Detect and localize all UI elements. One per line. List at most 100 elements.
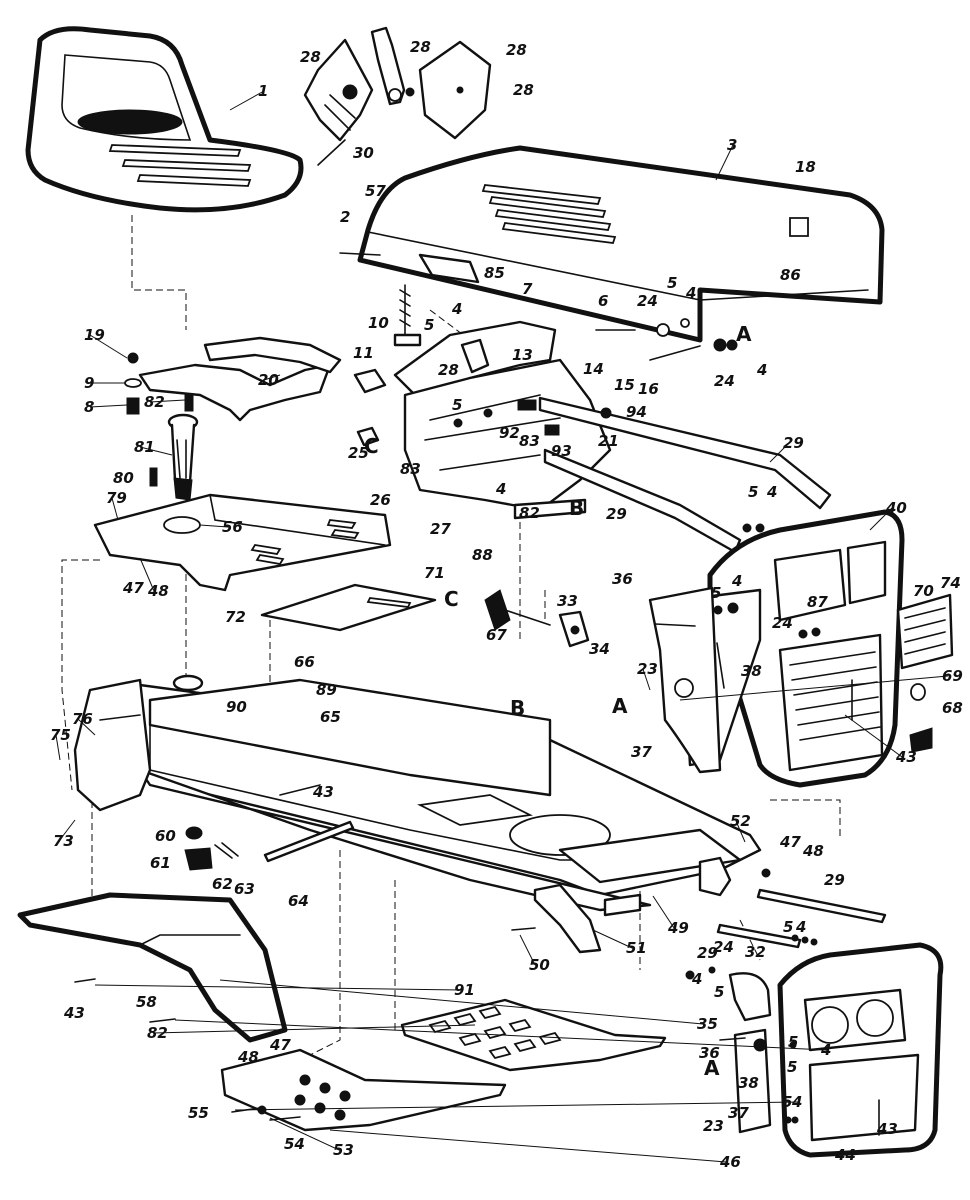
part-number-label: 29 <box>606 505 627 523</box>
part-number-label: 69 <box>942 667 963 685</box>
part-number-label: 1 <box>258 82 268 100</box>
callout-leader-line <box>89 404 128 408</box>
cover-plate <box>260 583 437 632</box>
drive-hardware <box>184 784 355 871</box>
part-number-label: 68 <box>942 699 963 717</box>
callout-leader-line <box>642 668 651 691</box>
part-number-label: 5 <box>787 1058 797 1076</box>
part-number-label: 4 <box>691 970 702 988</box>
part-number-label: 85 <box>484 264 505 282</box>
part-number-label: 4 <box>495 480 506 498</box>
reference-letter-label: B <box>569 496 584 520</box>
part-number-label: 37 <box>728 1104 749 1122</box>
part-number-label: 55 <box>188 1104 209 1122</box>
part-number-label: 4 <box>791 1093 802 1111</box>
part-number-label: 38 <box>738 1074 759 1092</box>
part-number-label: 70 <box>913 582 934 600</box>
part-number-label: 49 <box>667 919 689 937</box>
part-number-label: 4 <box>820 1041 831 1059</box>
part-number-label: 5 <box>711 584 721 602</box>
part-number-label: 29 <box>783 434 804 452</box>
side-bracket-panel <box>648 586 722 774</box>
part-number-label: 30 <box>353 144 374 162</box>
part-number-label: 5 <box>667 274 677 292</box>
seat <box>25 26 304 213</box>
callout-leader-line <box>652 895 675 929</box>
part-number-label: 3 <box>727 136 737 154</box>
callout-leader-line <box>269 1117 340 1151</box>
fuel-cap-and-gauge <box>149 413 199 501</box>
part-number-label: 73 <box>53 832 74 850</box>
part-number-label: 58 <box>136 993 157 1011</box>
small-controls <box>353 284 422 447</box>
part-number-label: 66 <box>294 653 315 671</box>
part-number-label: 53 <box>333 1141 354 1159</box>
part-number-label: 28 <box>300 48 321 66</box>
part-number-label: 2 <box>340 208 350 226</box>
callout-leader-line <box>152 1024 476 1034</box>
part-number-label: 57 <box>365 182 386 200</box>
callout-leader-line <box>735 820 746 843</box>
callout-leader-line <box>329 1129 727 1163</box>
part-number-label: 5 <box>788 1033 798 1051</box>
callout-leader-line <box>174 1019 828 1051</box>
part-number-label: 56 <box>222 518 243 536</box>
part-number-label: 5 <box>748 483 758 501</box>
rear-panel <box>73 674 204 812</box>
part-number-label: 82 <box>144 393 165 411</box>
part-number-label: 28 <box>513 81 534 99</box>
part-number-label: 4 <box>685 284 696 302</box>
part-number-label: 74 <box>940 574 961 592</box>
part-number-label: 20 <box>258 371 279 389</box>
part-number-label: 67 <box>486 626 507 644</box>
part-number-label: 24 <box>713 938 734 956</box>
part-number-label: 35 <box>697 1015 718 1033</box>
part-number-label: 28 <box>438 361 459 379</box>
alternate-grille-housing <box>728 942 944 1158</box>
part-number-label: 6 <box>598 292 608 310</box>
part-number-label: 50 <box>529 956 550 974</box>
part-number-label: 15 <box>614 376 635 394</box>
hood <box>357 145 885 343</box>
part-number-label: 32 <box>745 943 766 961</box>
part-number-label: 36 <box>699 1044 720 1062</box>
part-number-label: 28 <box>506 41 527 59</box>
part-number-label: 5 <box>452 396 462 414</box>
part-number-label: 27 <box>430 520 451 538</box>
part-number-label: 48 <box>147 582 169 600</box>
part-number-label: 19 <box>84 326 105 344</box>
part-number-label: 7 <box>522 280 533 298</box>
part-number-label: 4 <box>766 483 777 501</box>
reference-letter-label: B <box>510 696 525 720</box>
part-number-label: 90 <box>226 698 247 716</box>
part-number-label: 47 <box>269 1036 291 1054</box>
part-number-label: 52 <box>730 812 751 830</box>
callout-leader-line <box>219 979 704 1025</box>
callout-leader-line <box>55 734 61 761</box>
part-number-label: 92 <box>499 424 520 442</box>
part-number-label: 4 <box>756 361 767 379</box>
part-number-label: 71 <box>424 564 445 582</box>
part-number-label: 34 <box>589 640 610 658</box>
part-number-label: 60 <box>155 827 176 845</box>
part-number-label: 61 <box>150 854 171 872</box>
part-number-label: 11 <box>353 344 374 362</box>
headlight-assembly <box>896 593 954 753</box>
part-number-label: 29 <box>824 871 845 889</box>
part-number-label: 23 <box>637 660 658 678</box>
callout-leader-line <box>229 90 265 111</box>
part-number-label: 43 <box>63 1004 85 1022</box>
callout-leader-line <box>77 718 96 736</box>
part-number-label: 29 <box>697 944 718 962</box>
part-number-label: 83 <box>519 432 540 450</box>
callout-leader-line <box>519 934 536 966</box>
part-number-label: 38 <box>741 662 762 680</box>
callout-leader-line <box>769 442 790 463</box>
dash-panel <box>393 320 612 520</box>
part-number-label: 10 <box>368 314 389 332</box>
part-number-label: 43 <box>876 1120 898 1138</box>
part-number-label: 9 <box>84 374 94 392</box>
part-number-label: 80 <box>113 469 134 487</box>
reference-letter-label: A <box>736 322 752 346</box>
